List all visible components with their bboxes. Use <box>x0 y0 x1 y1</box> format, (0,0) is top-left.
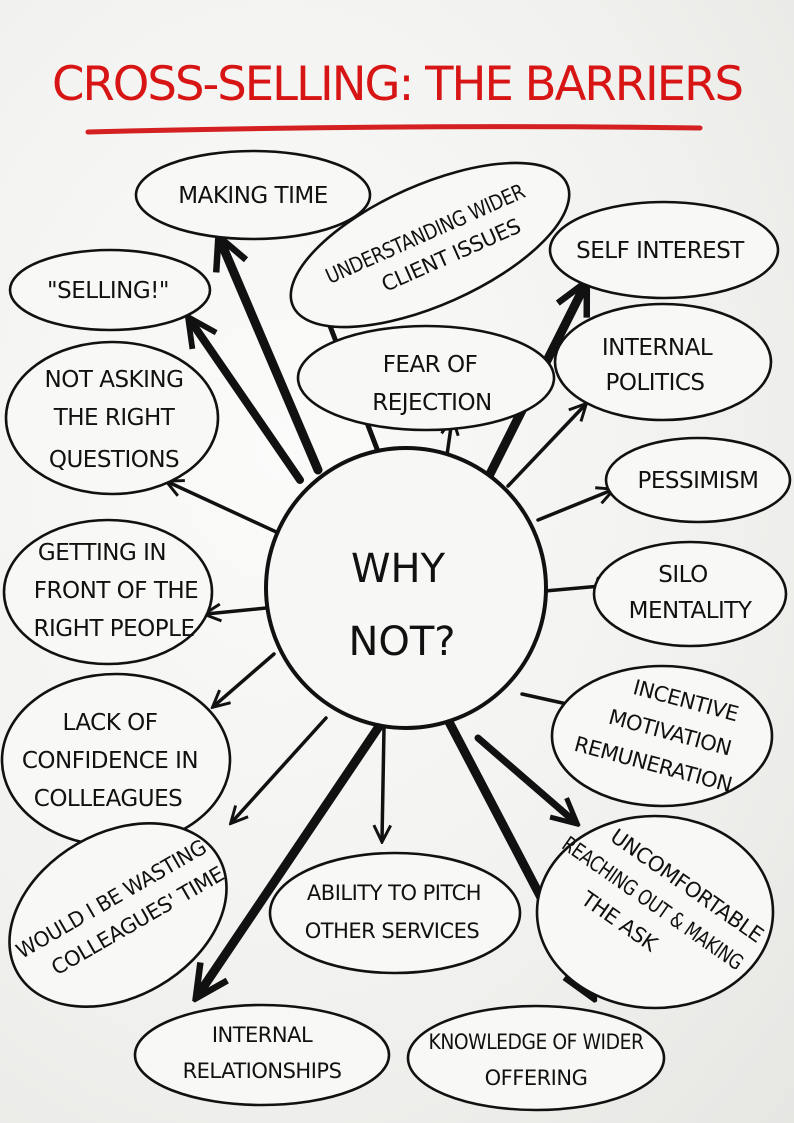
barrier-selling-label: "SELLING!" <box>47 278 169 304</box>
barrier-silo-line-2: MENTALITY <box>629 598 753 624</box>
page-title: CROSS-SELLING: THE BARRIERS <box>52 57 742 112</box>
barrier-silo-line-1: SILO <box>658 562 707 588</box>
barrier-silo-mentality: SILO MENTALITY <box>592 540 788 648</box>
barrier-lack-of-confidence: LACK OF CONFIDENCE IN COLLEAGUES <box>0 672 232 848</box>
arrow-making-time <box>220 240 323 475</box>
arrow-internal-relationships <box>232 716 328 822</box>
barrier-selling: "SELLING!" <box>8 248 212 332</box>
barrier-getting-line-3: RIGHT PEOPLE <box>34 616 195 642</box>
arrow-lack-of-confidence <box>214 652 276 706</box>
barrier-not-asking-line-1: NOT ASKING <box>45 367 184 393</box>
center-line-2: NOT? <box>348 619 455 665</box>
barrier-getting-line-1: GETTING IN <box>38 540 166 566</box>
arrow-getting-in-front <box>206 608 268 614</box>
barrier-fear-line-1: FEAR OF <box>383 352 478 378</box>
arrow-not-asking <box>168 482 287 538</box>
barrier-incentive: INCENTIVE MOTIVATION REMUNERATION <box>550 664 774 808</box>
barrier-not-asking-line-2: THE RIGHT <box>53 405 176 431</box>
arrow-wasting-time <box>198 717 387 995</box>
barrier-uncomfortable: UNCOMFORTABLE REACHING OUT & MAKING THE … <box>535 814 775 1010</box>
arrow-uncomfortable <box>474 734 575 822</box>
arrow-politics <box>506 405 585 488</box>
center-line-1: WHY <box>351 546 446 592</box>
barrier-getting-line-2: FRONT OF THE <box>34 578 198 604</box>
barrier-pessimism-label: PESSIMISM <box>638 468 759 494</box>
arrow-pessimism <box>536 490 612 522</box>
barrier-politics-line-1: INTERNAL <box>602 335 713 361</box>
center-node: WHY NOT? <box>264 446 548 730</box>
barrier-confidence-line-2: CONFIDENCE IN <box>22 748 198 774</box>
barrier-fear-line-2: REJECTION <box>372 390 492 416</box>
title-underline <box>85 124 703 135</box>
barrier-self-interest-label: SELF INTEREST <box>576 238 745 264</box>
arrow-selling <box>190 320 304 484</box>
barrier-self-interest: SELF INTEREST <box>548 200 780 300</box>
barrier-politics-line-2: POLITICS <box>605 370 704 396</box>
barrier-not-asking: NOT ASKING THE RIGHT QUESTIONS <box>4 340 220 496</box>
barrier-ability-to-pitch: ABILITY TO PITCH OTHER SERVICES <box>268 851 522 975</box>
barrier-confidence-line-3: COLLEAGUES <box>34 786 182 812</box>
arrow-ability <box>382 726 384 840</box>
barrier-fear-of-rejection: FEAR OF REJECTION <box>296 324 556 432</box>
barrier-pessimism: PESSIMISM <box>604 436 792 524</box>
barrier-internal-relationships: INTERNAL RELATIONSHIPS <box>133 1003 391 1107</box>
barrier-ability-line-1: ABILITY TO PITCH <box>307 881 481 905</box>
barrier-relationships-line-1: INTERNAL <box>212 1023 313 1047</box>
barrier-making-time: MAKING TIME <box>134 149 372 241</box>
barrier-understanding-wider: UNDERSTANDING WIDER CLIENT ISSUES <box>289 161 571 329</box>
barrier-ability-line-2: OTHER SERVICES <box>305 919 480 943</box>
barrier-getting-in-front: GETTING IN FRONT OF THE RIGHT PEOPLE <box>2 518 214 666</box>
barrier-knowledge-line-1: KNOWLEDGE OF WIDER <box>429 1030 644 1054</box>
barrier-confidence-line-1: LACK OF <box>63 710 158 736</box>
barrier-knowledge-of-wider: KNOWLEDGE OF WIDER OFFERING <box>406 1004 666 1112</box>
barrier-internal-politics: INTERNAL POLITICS <box>553 302 773 422</box>
barrier-not-asking-line-3: QUESTIONS <box>49 447 179 473</box>
barrier-relationships-line-2: RELATIONSHIPS <box>183 1059 342 1083</box>
barrier-knowledge-line-2: OFFERING <box>485 1066 588 1090</box>
barrier-making-time-label: MAKING TIME <box>178 183 328 209</box>
